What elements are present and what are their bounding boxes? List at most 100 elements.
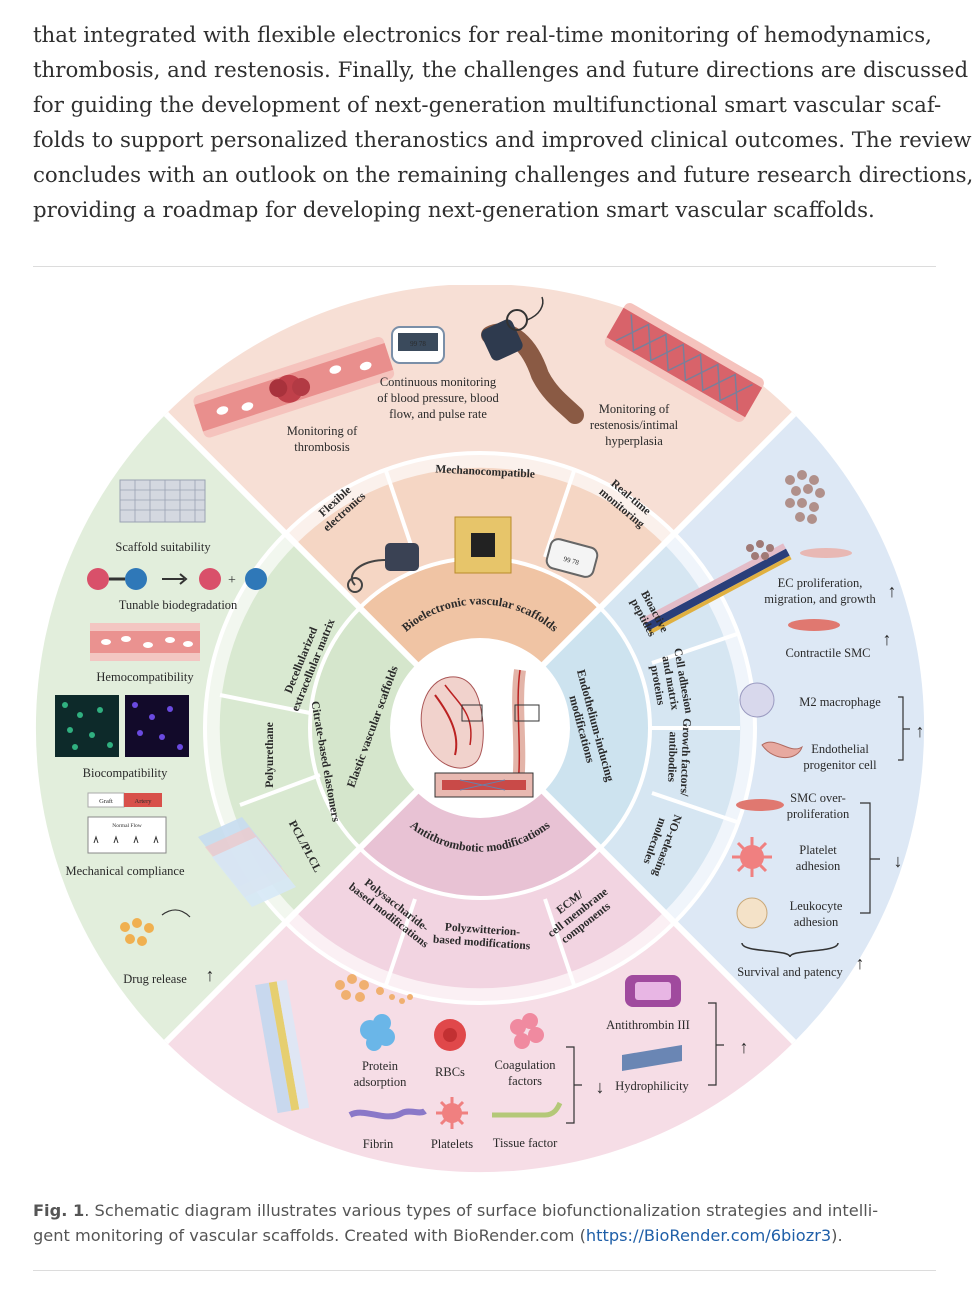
hemocompatibility-vessel-icon [90, 623, 200, 661]
abstract-line: folds to support personalized theranosti… [33, 128, 972, 153]
thrombosis-label: thrombosis [294, 440, 350, 454]
abstract-line: concludes with an outlook on the remaini… [33, 163, 972, 188]
platelet-icon [732, 837, 772, 877]
figure-label: Fig. 1 [33, 1201, 85, 1220]
contractile-smc-icon [788, 619, 840, 631]
top-section: Monitoring of thrombosis 99 78 Continuou… [193, 296, 764, 593]
abstract-line: that integrated with flexible electronic… [33, 23, 932, 48]
blood-pressure-arm-icon [481, 296, 584, 424]
compliance-chart-icon: Graft Artery Normal Flow [87, 792, 167, 854]
protein-label: Protein [362, 1059, 399, 1073]
bracket [566, 1046, 582, 1124]
up-arrow-icon: ↑ [740, 1037, 749, 1057]
layered-scaffold-icon [198, 817, 296, 907]
figure-1: Bioelectronic vascular scaffolds Antithr… [30, 283, 942, 1175]
mechanical-compliance-label: Mechanical compliance [65, 864, 184, 878]
hydrophilicity-label: Hydrophilicity [615, 1079, 689, 1093]
caption-text: ). [831, 1226, 843, 1245]
svg-text:Polyzwitterion-: Polyzwitterion- [444, 921, 520, 938]
bracket [708, 1002, 724, 1086]
biodegradation-icon: + [87, 568, 267, 590]
schematic-diagram: Bioelectronic vascular scaffolds Antithr… [35, 283, 925, 1173]
bracket [898, 696, 910, 761]
abstract-line: thrombosis, and restenosis. Finally, the… [33, 58, 969, 83]
pulse-oximeter-icon: 99 78 [391, 326, 445, 364]
scaffold-mesh-icon [119, 479, 206, 523]
svg-text:antibodies: antibodies [665, 731, 679, 782]
survival-label: Survival and patency [737, 965, 843, 979]
bottom-divider [33, 1270, 936, 1271]
thrombosis-vessel [193, 337, 395, 438]
continuous-label: flow, and pulse rate [389, 407, 487, 421]
progenitor-cell-icon [761, 741, 803, 759]
smc-label: proliferation [787, 807, 850, 821]
left-section: Scaffold suitability + Tunable biodegrad… [55, 479, 342, 986]
separators [163, 411, 797, 1045]
brace [741, 942, 839, 958]
antithrombin-label: Antithrombin III [606, 1018, 690, 1032]
up-arrow-icon: ↑ [916, 721, 925, 741]
continuous-label: of blood pressure, blood [377, 391, 499, 405]
svg-text:Normal Flow: Normal Flow [112, 823, 142, 829]
restenosis-label: hyperplasia [605, 434, 663, 448]
ec-cell-icon [800, 548, 852, 558]
cell-cluster-icon [785, 470, 825, 524]
leukocyte-icon [736, 897, 768, 929]
up-arrow-icon: ↑ [856, 953, 865, 973]
svg-text:Artery: Artery [135, 798, 153, 805]
released-particles-icon [335, 974, 413, 1004]
smc-icon [736, 799, 784, 811]
wearable-device-icon: 99 78 [545, 538, 599, 578]
growth-factors-label: Growth factors/ antibodies [665, 718, 693, 797]
coagulation-factor-icon [510, 1013, 544, 1049]
m2-label: M2 macrophage [799, 695, 881, 709]
protein-icon [360, 1014, 395, 1051]
figure-caption: Fig. 1. Schematic diagram illustrates va… [33, 1198, 939, 1248]
restenosis-label: restenosis/intimal [590, 418, 679, 432]
svg-text:99 78: 99 78 [410, 340, 426, 348]
antithrombin-icon [625, 975, 681, 1007]
bottom-section: Protein adsorption RBCs Coagulation fact… [255, 877, 749, 1151]
polyurethane-label: Polyurethane [264, 722, 276, 788]
coated-scaffold-icon [255, 979, 310, 1114]
leukocyte-label: Leukocyte [790, 899, 843, 913]
abstract-line: for guiding the development of next-gene… [33, 93, 942, 118]
abstract-text: that integrated with flexible electronic… [33, 18, 972, 228]
down-arrow-icon: ↓ [596, 1077, 605, 1097]
leukocyte-label: adhesion [794, 915, 839, 929]
svg-text:99 78: 99 78 [563, 555, 581, 567]
heart-illustration [420, 669, 540, 798]
up-arrow-icon: ↑ [206, 965, 215, 985]
up-arrow-icon: ↑ [883, 629, 892, 649]
biocompatibility-label: Biocompatibility [83, 766, 168, 780]
svg-text:Graft: Graft [99, 798, 113, 805]
hydrophilic-surface-icon [622, 1045, 682, 1071]
caption-text: . Schematic diagram illustrates various … [84, 1201, 879, 1220]
endo-label: Endothelial [811, 742, 869, 756]
coagulation-label: factors [508, 1074, 542, 1088]
ec-label: EC proliferation, [778, 576, 863, 590]
drug-particles-icon [120, 918, 154, 946]
coated-scaffold-strip [641, 543, 792, 635]
chip-icon [454, 516, 512, 574]
restenosis-label: Monitoring of [599, 402, 670, 416]
endo-label: progenitor cell [803, 758, 877, 772]
up-arrow-icon: ↑ [888, 581, 897, 601]
biodegradation-label: Tunable biodegradation [119, 598, 238, 612]
platelet-label: adhesion [796, 859, 841, 873]
tissue-factor-label: Tissue factor [493, 1136, 558, 1150]
caption-text: gent monitoring of vascular scaffolds. C… [33, 1226, 586, 1245]
biorender-link[interactable]: https://BioRender.com/6biozr3 [585, 1226, 832, 1245]
svg-text:+: + [228, 573, 236, 588]
continuous-label: Continuous monitoring [380, 375, 497, 389]
bracket [860, 802, 880, 914]
fibrin-label: Fibrin [363, 1137, 394, 1151]
abstract-line: providing a roadmap for developing next-… [33, 198, 875, 223]
secreted-cells-icon [746, 540, 774, 560]
macrophage-icon [739, 682, 775, 718]
protein-label: adsorption [354, 1075, 408, 1089]
fibrin-icon [348, 1108, 427, 1120]
down-arrow-icon: ↓ [894, 851, 903, 871]
rbcs-label: RBCs [435, 1065, 465, 1079]
svg-text:Growth factors/: Growth factors/ [678, 718, 693, 797]
